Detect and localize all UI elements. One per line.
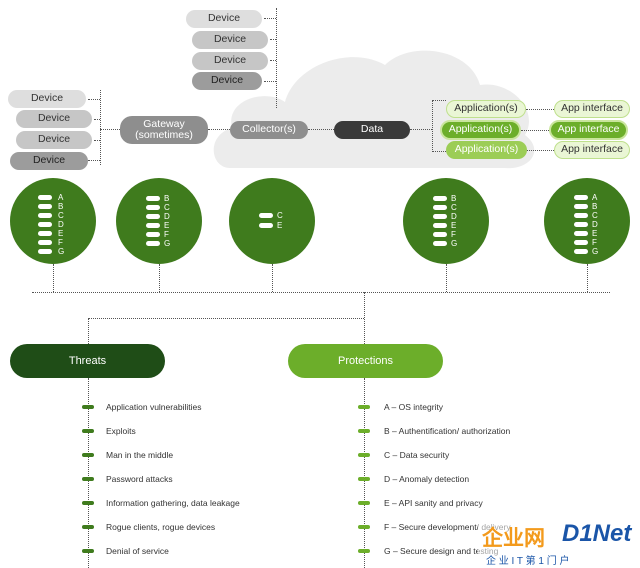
- app-interface-pill: App interface: [549, 120, 628, 140]
- threat-item: Man in the middle: [106, 450, 174, 460]
- app-interface-pill: App interface: [554, 141, 630, 159]
- protection-item: C – Data security: [384, 450, 450, 460]
- bus-line: [32, 292, 610, 293]
- device-pill: Device: [16, 131, 92, 149]
- left-device-connector: [100, 90, 101, 165]
- top-device-connector: [276, 8, 277, 108]
- threat-item: Information gathering, data leakage: [106, 498, 240, 508]
- device-pill: Device: [192, 31, 268, 49]
- threat-item: Rogue clients, rogue devices: [106, 522, 216, 532]
- protection-item: G – Secure design and testing: [384, 546, 499, 556]
- protection-item: F – Secure development/ delivery: [384, 522, 511, 532]
- device-pill: Device: [8, 90, 86, 108]
- threats-header: Threats: [10, 344, 165, 378]
- protection-item: A – OS integrity: [384, 402, 444, 412]
- threat-item: Exploits: [106, 426, 136, 436]
- watermark: 企业网 D1Net 企 业 I T 第 1 门 户: [478, 518, 640, 568]
- protection-item: B – Authentification/ authorization: [384, 426, 511, 436]
- protection-item: E – API sanity and privacy: [384, 498, 483, 508]
- device-pill: Device: [186, 10, 262, 28]
- protections-header: Protections: [288, 344, 443, 378]
- protection-item: D – Anomaly detection: [384, 474, 470, 484]
- threat-item: Denial of service: [106, 546, 169, 556]
- device-pill: Device: [192, 52, 268, 70]
- device-pill: Device: [10, 152, 88, 170]
- device-pill: Device: [192, 72, 262, 90]
- collector-pill: Collector(s): [230, 121, 308, 139]
- application-pill: Application(s): [446, 141, 527, 159]
- application-pill: Application(s): [440, 120, 521, 140]
- app-interface-pill: App interface: [554, 100, 630, 118]
- threat-item: Password attacks: [106, 474, 173, 484]
- data-pill: Data: [334, 121, 410, 139]
- device-pill: Device: [16, 110, 92, 128]
- threat-item: Application vulnerabilities: [106, 402, 202, 412]
- application-pill: Application(s): [446, 100, 526, 118]
- gateway-pill: Gateway (sometimes): [120, 116, 208, 144]
